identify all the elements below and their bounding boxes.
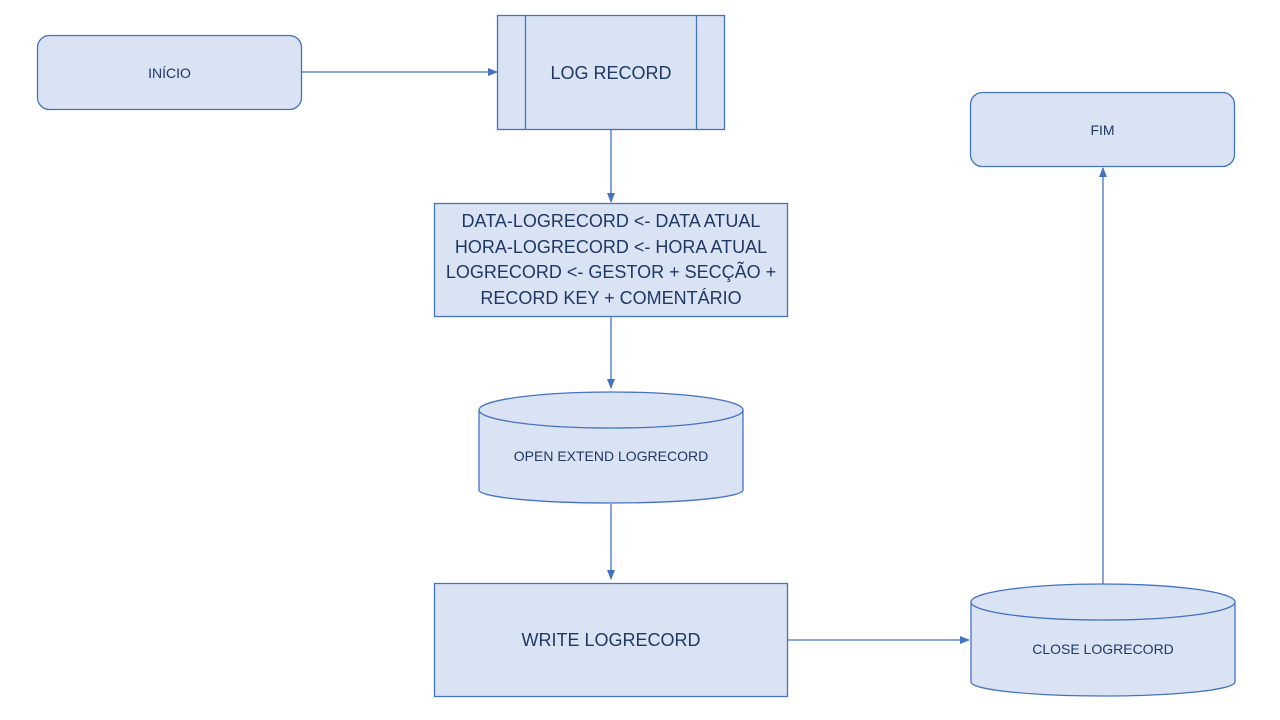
assign-line-4: RECORD KEY + COMENTÁRIO <box>480 287 742 308</box>
assign-line-3: LOGRECORD <- GESTOR + SECÇÃO + <box>445 262 777 282</box>
assign-process-shape <box>433 202 789 318</box>
log-record-label: LOG RECORD <box>550 62 672 83</box>
start-label: INÍCIO <box>148 64 191 81</box>
log-record-shape <box>496 14 726 131</box>
write-label: WRITE LOGRECORD <box>521 630 701 650</box>
end-label: FIM <box>1090 121 1115 138</box>
write-process-shape <box>433 582 789 698</box>
assign-text-block: DATA-LOGRECORD <- DATA ATUAL HORA-LOGREC… <box>435 204 787 316</box>
assign-line-2: HORA-LOGRECORD <- HORA ATUAL <box>454 236 768 257</box>
start-terminator-shape <box>36 34 303 111</box>
open-extend-label: OPEN EXTEND LOGRECORD <box>513 447 709 464</box>
assign-line-1: DATA-LOGRECORD <- DATA ATUAL <box>461 211 761 231</box>
open-extend-cylinder-shape <box>478 391 744 504</box>
close-label: CLOSE LOGRECORD <box>1032 640 1174 657</box>
close-cylinder-shape <box>970 583 1236 697</box>
end-terminator-shape <box>969 91 1236 168</box>
